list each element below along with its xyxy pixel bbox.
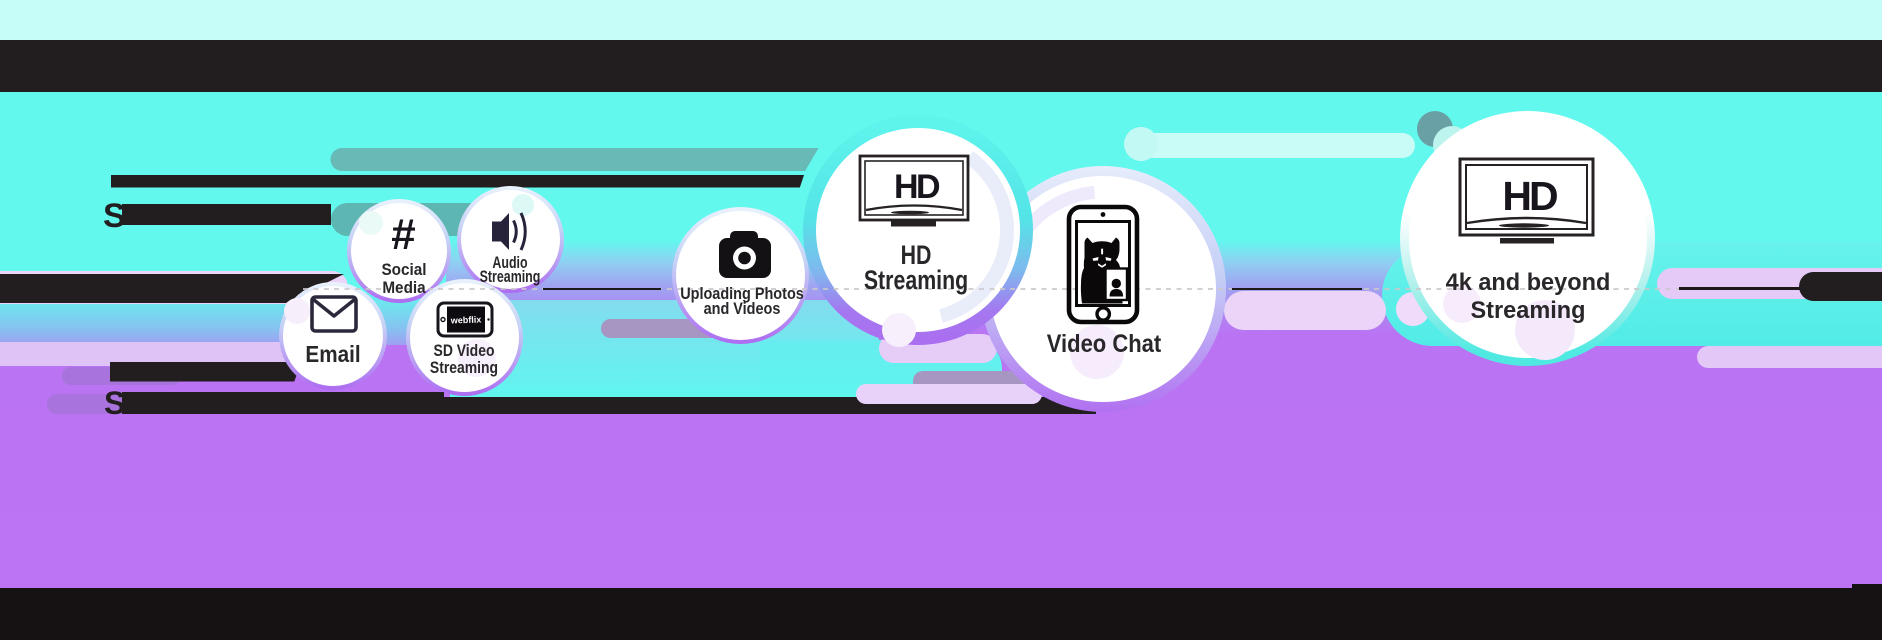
svg-text:HD: HD (894, 168, 940, 206)
svg-text:HD: HD (1502, 173, 1557, 219)
svg-text:webflix: webflix (450, 314, 482, 325)
